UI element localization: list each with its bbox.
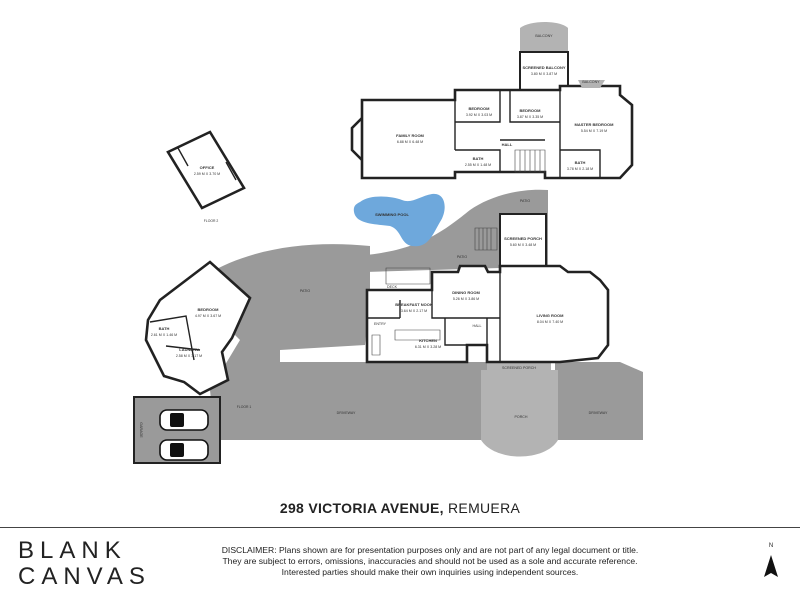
disclaimer: DISCLAIMER: Plans shown are for presenta… (190, 545, 670, 578)
bedroom-wing-interior (149, 315, 201, 361)
dining-room-label: DINING ROOM (452, 290, 480, 295)
kitchen-counters (371, 329, 441, 356)
driveway-left-label: DRIVEWAY (337, 411, 356, 415)
floor-2-label: FLOOR 2 (204, 219, 219, 223)
patio-left-label: PATIO (300, 289, 310, 293)
disclaimer-line-2: They are subject to errors, omissions, i… (222, 556, 638, 566)
family-room-dim: 6.88 M X 6.48 M (397, 140, 423, 144)
master-bedroom-dim: 5.54 M X 7.19 M (581, 129, 607, 133)
office-label: OFFICE (200, 165, 215, 170)
office-dim: 2.59 M X 3.70 M (194, 172, 220, 176)
upper-floor-outline (360, 84, 634, 180)
disclaimer-line-3: Interested parties should make their own… (281, 567, 579, 577)
floor-1-label: FLOOR 1 (237, 405, 252, 409)
screened-balcony-dim: 3.80 M X 3.87 M (531, 72, 557, 76)
lower-stair (474, 227, 498, 251)
garage-label: GARAGE (139, 422, 143, 438)
screened-balcony-label: SCREENED BALCONY (522, 65, 565, 70)
lower-floor (365, 213, 610, 364)
porch-label: PORCH (515, 415, 528, 419)
bath-upper-dim: 2.55 M X 1.48 M (465, 163, 491, 167)
balcony-top-area (520, 22, 568, 52)
bedroom-lower-dim: 4.97 M X 3.67 M (195, 314, 221, 318)
breakfast-nook-label: BREAKFAST NOOK (395, 302, 433, 307)
upper-stair (514, 149, 546, 173)
bedroom-2-label: BEDROOM (469, 106, 491, 111)
deck-outline (385, 267, 431, 285)
master-bedroom-label: MASTER BEDROOM (575, 122, 615, 127)
office-building (166, 130, 246, 210)
screened-porch-label: SCREENED PORCH (504, 236, 542, 241)
family-room-label: FAMILY ROOM (396, 133, 424, 138)
swimming-pool-label: SWIMMING POOL (375, 212, 409, 217)
bath-master-dim: 3.78 M X 2.18 M (567, 167, 593, 171)
bedroom-wing-outline (144, 260, 252, 396)
property-address: 298 VICTORIA AVENUE, REMUERA (0, 500, 800, 516)
upper-floor (350, 22, 634, 180)
porch-area (481, 370, 558, 457)
swimming-pool-shape (353, 193, 445, 247)
balcony-right-area (578, 80, 605, 88)
north-label: N (768, 543, 774, 549)
patio-upper-label: PATIO (520, 199, 530, 203)
kitchen-label: KITCHEN (419, 338, 437, 343)
driveway-right-label: DRIVEWAY (589, 411, 608, 415)
entry-label: ENTRY (374, 322, 387, 326)
balcony-top-label: BALCONY (535, 34, 553, 38)
bath-master-label: BATH (575, 160, 586, 165)
office-outline (166, 130, 246, 210)
address-suburb: REMUERA (448, 500, 521, 516)
bedroom-lower-label: BEDROOM (198, 307, 220, 312)
screened-porch-lower-label: SCREENED PORCH (502, 366, 536, 370)
laundry-dim: 2.58 M X 3.17 M (176, 354, 202, 358)
hall-upper-label: HALL (502, 142, 513, 147)
lower-floor-outline (365, 264, 610, 364)
disclaimer-line-1: DISCLAIMER: Plans shown are for presenta… (221, 545, 639, 555)
screened-porch-lower-area (487, 362, 551, 374)
car-icon (159, 409, 209, 461)
deck-label: DECK (387, 285, 398, 289)
laundry-label: LAUNDRY (179, 347, 199, 352)
bedroom-3-label: BEDROOM (520, 108, 542, 113)
logo-line-1: BLANK (18, 537, 127, 564)
floor-plan: BALCONY SCREENED BALCONY 3.80 M X 3.87 M… (133, 22, 643, 464)
bath-lower-label: BATH (159, 326, 170, 331)
bath-upper-label: BATH (473, 156, 484, 161)
driveway-area-left (280, 362, 490, 440)
bedroom-2-dim: 3.92 M X 3.03 M (466, 113, 492, 117)
upper-interior-walls (454, 86, 601, 178)
bedroom-3-dim: 3.87 M X 3.35 M (517, 115, 543, 119)
footer-divider (0, 527, 800, 528)
driveway-area-right (555, 362, 643, 440)
bedroom-wing (144, 260, 252, 396)
address-street: 298 VICTORIA AVENUE, (279, 500, 444, 516)
bath-lower-dim: 2.61 M X 1.46 M (151, 333, 177, 337)
family-room-bay (350, 117, 363, 161)
north-arrow-shape (764, 555, 778, 577)
company-logo: BLANK CANVAS (18, 538, 148, 590)
office-interior (177, 147, 237, 181)
screened-porch-dim: 5.60 M X 3.48 M (510, 243, 536, 247)
lower-interior-walls (367, 272, 501, 362)
balcony-right-label: BALCONY (582, 80, 600, 84)
north-arrow-icon: N (758, 543, 784, 583)
patio-area-left (206, 244, 370, 440)
screened-porch-area (499, 213, 547, 267)
dining-room-dim: 5.26 M X 3.86 M (453, 297, 479, 301)
patio-mid-label: PATIO (457, 255, 467, 259)
breakfast-nook-dim: 3.64 M X 2.17 M (401, 309, 427, 313)
kitchen-dim: 6.31 M X 3.28 M (415, 345, 441, 349)
hall-lower-label: HALL (473, 324, 482, 328)
living-room-dim: 8.04 M X 7.40 M (537, 320, 563, 324)
living-room-label: LIVING ROOM (537, 313, 565, 318)
logo-line-2: CANVAS (18, 563, 151, 590)
